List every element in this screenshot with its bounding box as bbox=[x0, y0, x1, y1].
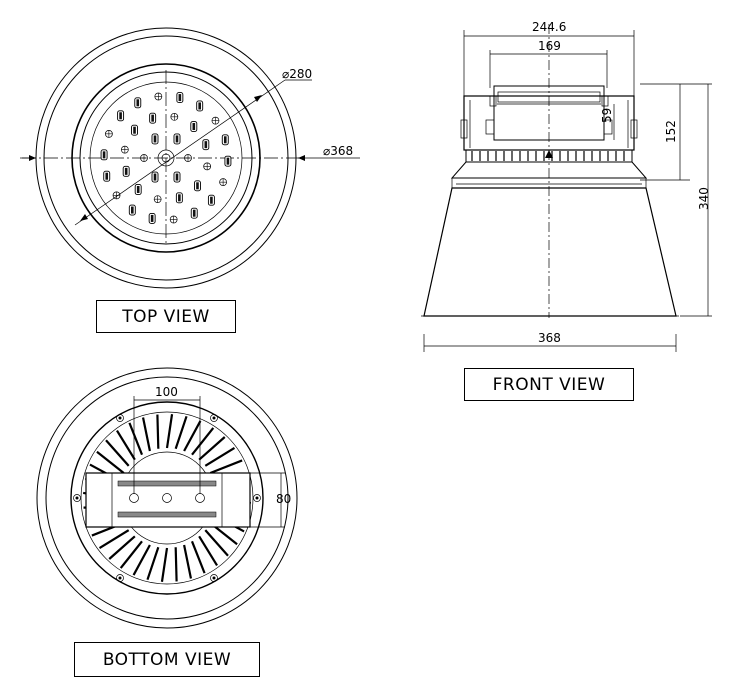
led-mark bbox=[131, 206, 134, 214]
front-base-width-label: 368 bbox=[538, 331, 561, 345]
fin-line bbox=[119, 540, 143, 569]
led-mark bbox=[175, 173, 179, 181]
front-bracket-width-label: 169 bbox=[538, 39, 561, 53]
led-mark bbox=[153, 135, 157, 143]
fin-line bbox=[191, 427, 215, 456]
front-view bbox=[421, 24, 712, 352]
fin-line bbox=[146, 546, 160, 581]
top-view bbox=[20, 27, 360, 289]
fin-line bbox=[156, 414, 160, 449]
fin-line bbox=[198, 535, 218, 567]
fin-line bbox=[128, 422, 144, 456]
front-upper-height-label: 152 bbox=[664, 120, 678, 143]
bottom-view-label: BOTTOM VIEW bbox=[74, 642, 260, 677]
led-mark bbox=[136, 99, 140, 107]
fin-line bbox=[108, 535, 136, 560]
top-view-label: TOP VIEW bbox=[96, 300, 236, 333]
bottom-view bbox=[36, 367, 298, 629]
led-mark bbox=[102, 151, 106, 159]
bottom-bracket-height-label: 80 bbox=[276, 492, 291, 506]
fin-line bbox=[98, 529, 130, 549]
led-mark bbox=[124, 167, 128, 175]
led-mark bbox=[192, 209, 196, 217]
led-mark bbox=[151, 114, 154, 122]
led-mark bbox=[204, 141, 208, 149]
led-mark bbox=[223, 136, 227, 144]
fin-line bbox=[209, 459, 243, 475]
fin-line bbox=[183, 544, 193, 579]
bottom-hole-spacing-label: 100 bbox=[155, 385, 178, 399]
led-array bbox=[100, 92, 232, 224]
fin-line bbox=[204, 529, 229, 557]
front-bracket-height-label: 59 bbox=[600, 108, 614, 123]
top-inner-diameter-label: ⌀280 bbox=[282, 67, 312, 81]
fin-line bbox=[174, 415, 188, 450]
fin-line bbox=[204, 447, 236, 467]
heatsink-fins bbox=[471, 151, 625, 161]
fin-line bbox=[116, 429, 136, 461]
top-outer-diameter-label: ⌀368 bbox=[323, 144, 353, 158]
fin-line bbox=[165, 413, 174, 449]
led-mark bbox=[136, 185, 140, 193]
fin-line bbox=[96, 450, 125, 474]
fin-line bbox=[183, 420, 202, 452]
fin-line bbox=[160, 547, 169, 583]
front-view-label: FRONT VIEW bbox=[464, 368, 634, 401]
led-mark bbox=[198, 102, 201, 110]
led-mark bbox=[153, 173, 157, 181]
front-top-width-label: 244.6 bbox=[532, 20, 566, 34]
led-mark bbox=[105, 172, 109, 180]
fin-line bbox=[190, 540, 206, 574]
front-total-height-label: 340 bbox=[697, 187, 711, 210]
led-mark bbox=[210, 196, 213, 204]
led-mark bbox=[175, 135, 179, 143]
led-mark bbox=[178, 94, 182, 102]
fin-line bbox=[141, 417, 151, 452]
led-mark bbox=[119, 112, 122, 120]
fin-line bbox=[105, 439, 130, 467]
led-mark bbox=[178, 194, 181, 202]
fin-line bbox=[198, 436, 226, 461]
fin-line bbox=[132, 544, 151, 576]
led-mark bbox=[196, 182, 199, 190]
led-mark bbox=[226, 157, 230, 165]
led-mark bbox=[133, 126, 136, 134]
led-mark bbox=[192, 123, 196, 131]
led-mark bbox=[150, 214, 154, 222]
fin-line bbox=[174, 547, 178, 582]
